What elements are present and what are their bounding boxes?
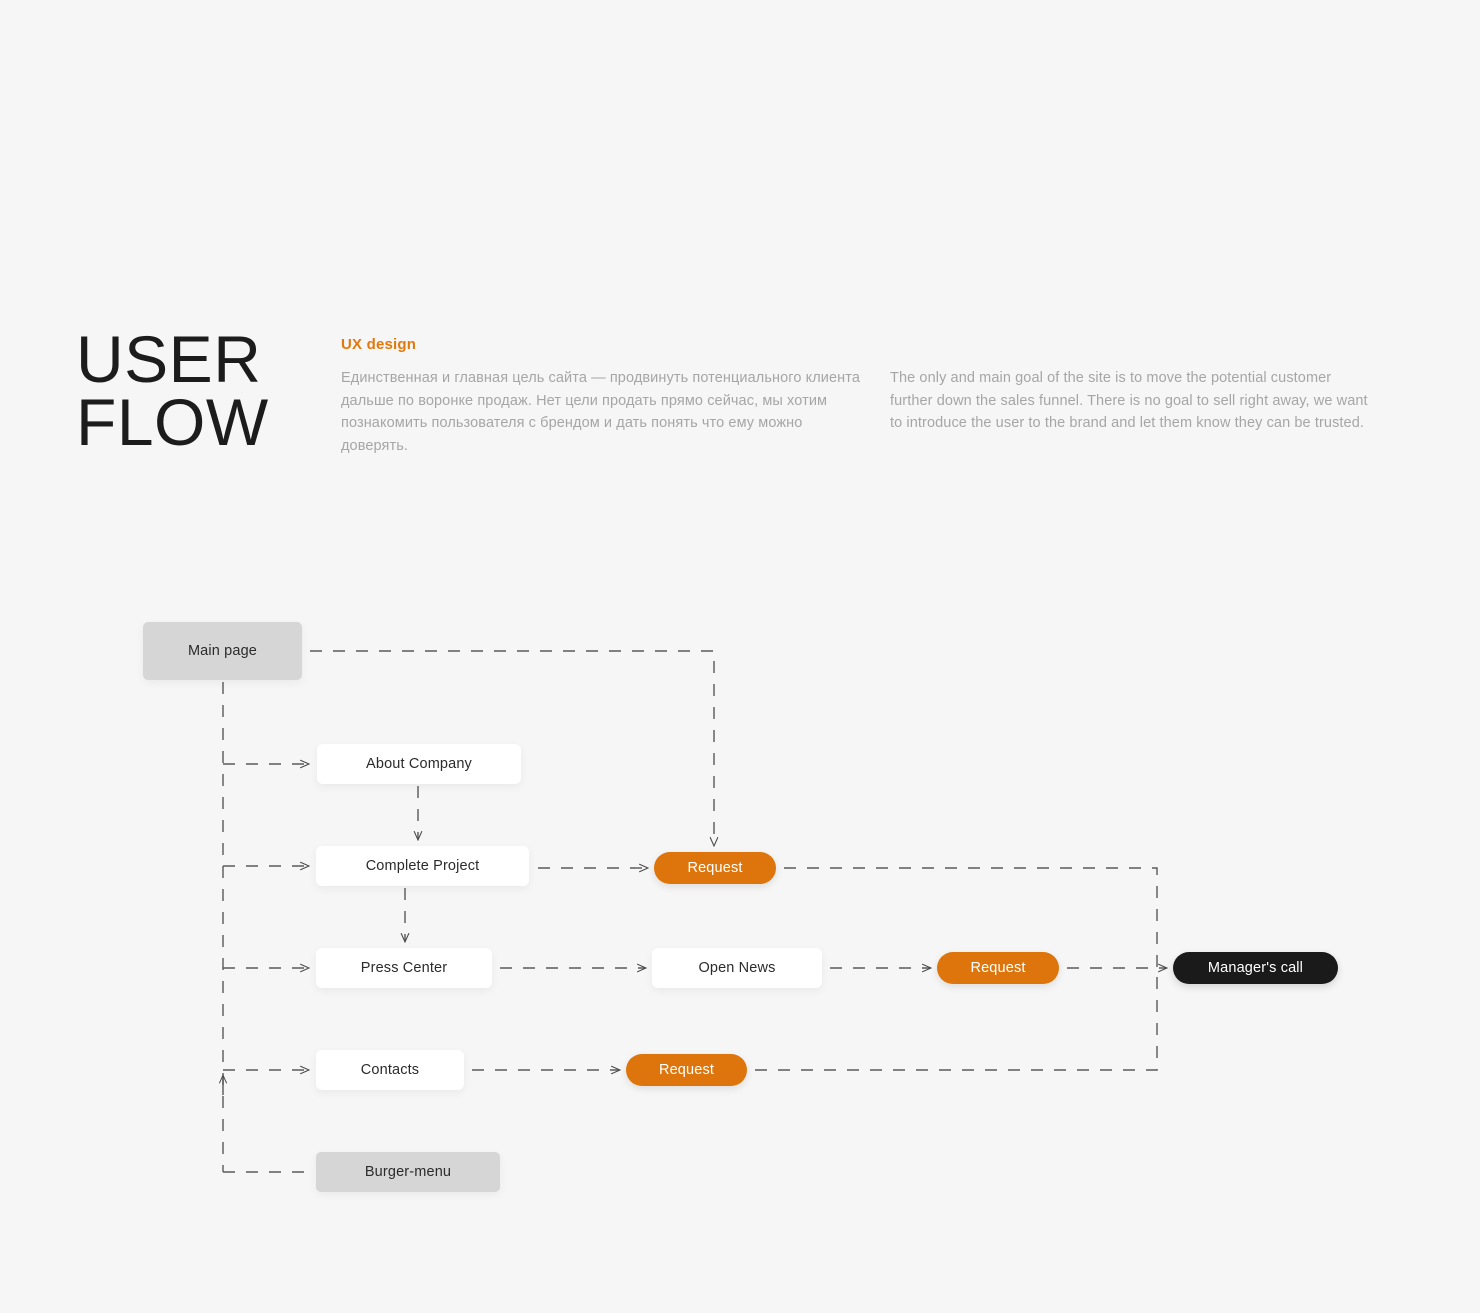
section-label-ux-design: UX design — [341, 336, 417, 353]
node-label: Open News — [698, 960, 776, 976]
node-request-2[interactable]: Request — [937, 952, 1059, 984]
node-about-company[interactable]: About Company — [317, 744, 521, 784]
node-request-3[interactable]: Request — [626, 1054, 747, 1086]
header-section: USER FLOW UX design Единственная и главн… — [0, 0, 1480, 520]
node-label: Manager's call — [1207, 960, 1304, 976]
description-paragraph-en: The only and main goal of the site is to… — [890, 370, 1368, 431]
node-label: Main page — [187, 643, 258, 659]
node-label: Request — [658, 1062, 715, 1078]
node-managers-call[interactable]: Manager's call — [1173, 952, 1338, 984]
node-label: Press Center — [360, 960, 448, 976]
node-label: Contacts — [360, 1062, 420, 1078]
node-open-news[interactable]: Open News — [652, 948, 822, 988]
node-burger-menu[interactable]: Burger-menu — [316, 1152, 500, 1192]
node-label: About Company — [366, 756, 472, 772]
description-paragraph-ru: Единственная и главная цель сайта — прод… — [341, 370, 861, 454]
node-contacts[interactable]: Contacts — [316, 1050, 464, 1090]
node-complete-project[interactable]: Complete Project — [316, 846, 529, 886]
node-label: Complete Project — [365, 858, 480, 874]
node-press-center[interactable]: Press Center — [316, 948, 492, 988]
node-main-page[interactable]: Main page — [143, 622, 302, 680]
node-label: Request — [687, 860, 743, 876]
node-request-1[interactable]: Request — [654, 852, 776, 884]
node-label: Burger-menu — [364, 1164, 452, 1180]
page-title: USER FLOW — [76, 322, 269, 460]
node-label: Request — [970, 960, 1026, 976]
